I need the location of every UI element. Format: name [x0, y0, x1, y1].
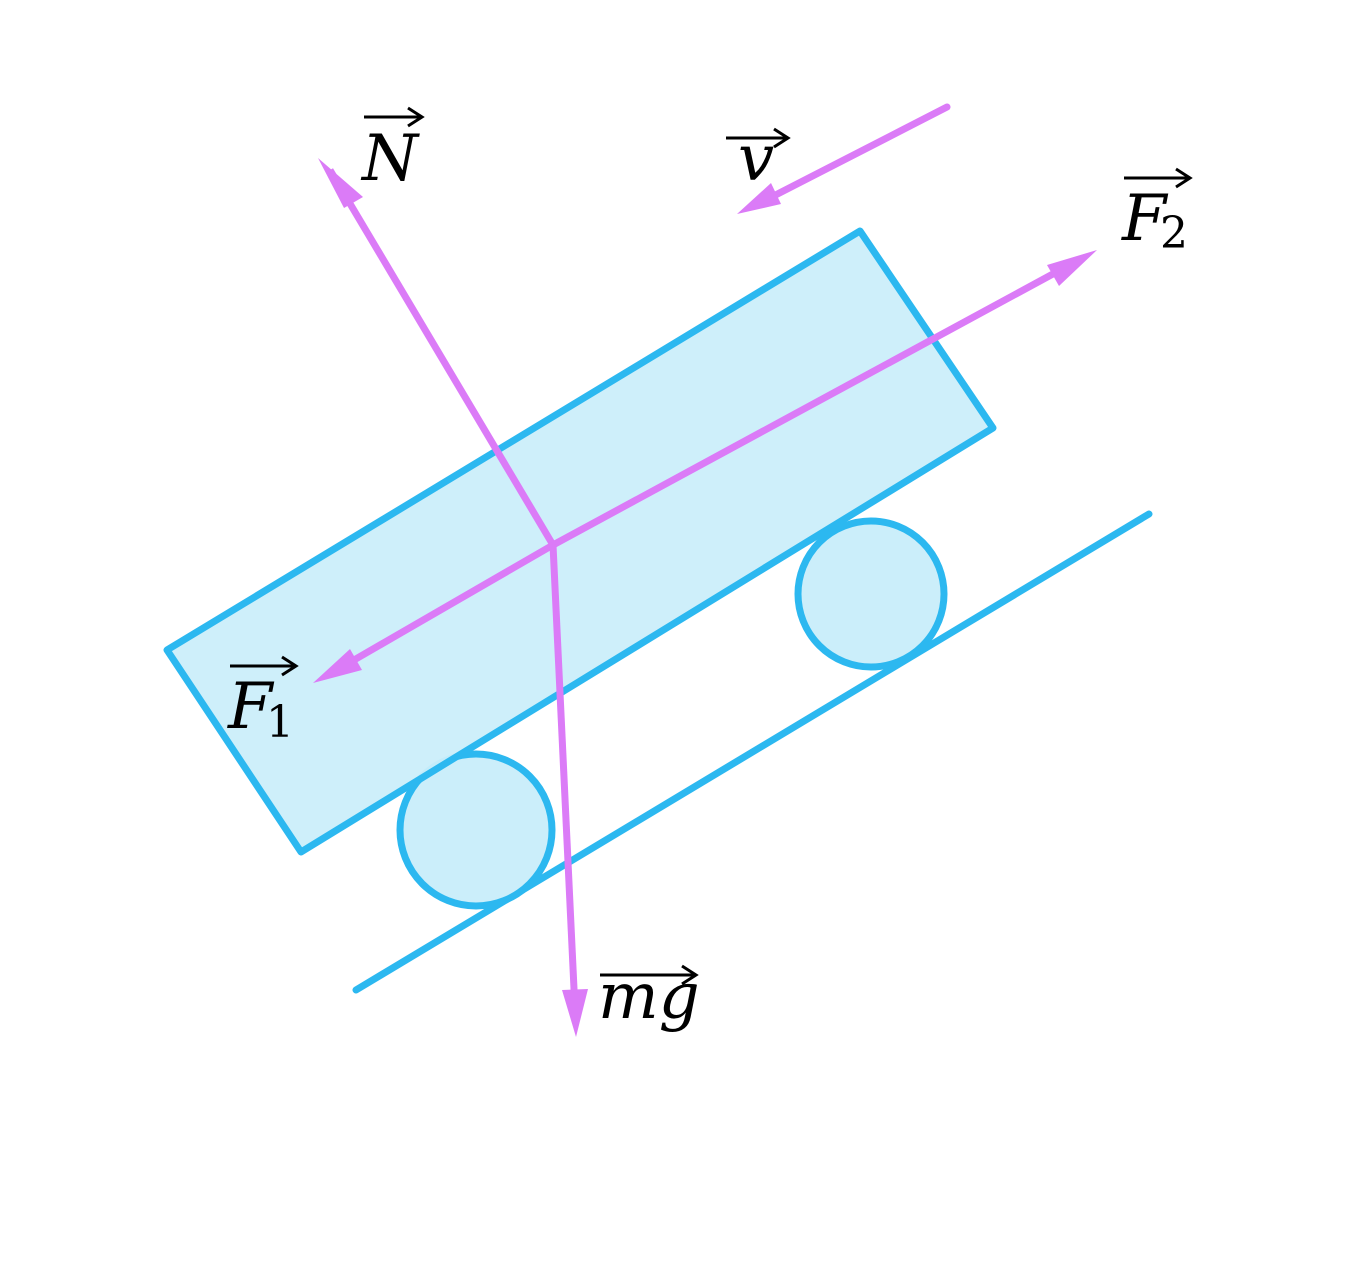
weight-arrow	[549, 544, 579, 1011]
force-vectors	[313, 103, 1097, 1037]
label-normal-force: N	[360, 106, 425, 196]
normal-force-arrow	[326, 168, 557, 547]
force-2-arrowhead	[1047, 250, 1097, 286]
normal-force-arrowhead	[318, 158, 363, 208]
cart-body	[163, 227, 997, 856]
weight-label: mg	[598, 960, 700, 1034]
force-1-subscript: 1	[266, 697, 294, 748]
force-2-label: F	[1121, 182, 1169, 256]
label-force-1: F 1	[227, 655, 299, 748]
label-velocity: v	[726, 122, 791, 196]
force-1-arrow	[333, 541, 555, 675]
force-2-subscript: 2	[1160, 208, 1188, 259]
force-2-arrow	[551, 258, 1077, 549]
force-1-label: F	[227, 670, 275, 744]
velocity-label: v	[738, 122, 774, 196]
front-wheel	[794, 517, 948, 671]
rear-wheel	[396, 750, 556, 910]
weight-arrowhead	[562, 989, 588, 1037]
force-1-arrowhead	[313, 649, 362, 683]
velocity-arrow	[756, 103, 951, 207]
normal-force-label: N	[360, 122, 420, 196]
velocity-arrowhead	[737, 183, 781, 214]
label-weight: mg	[598, 960, 700, 1034]
label-force-2: F 2	[1121, 167, 1193, 259]
incline-line	[352, 510, 1153, 994]
